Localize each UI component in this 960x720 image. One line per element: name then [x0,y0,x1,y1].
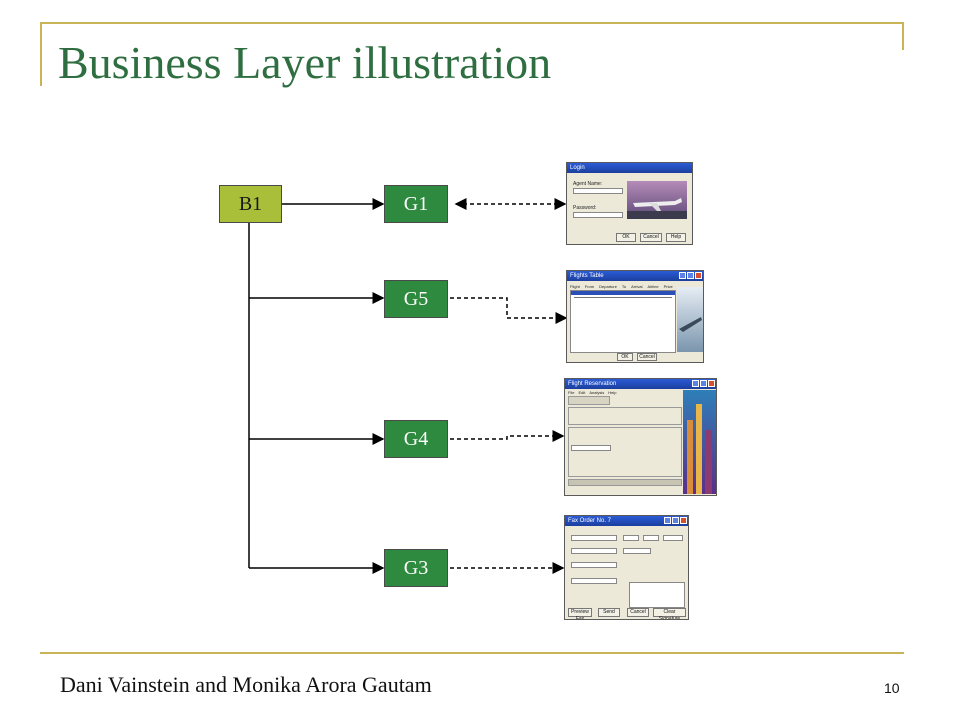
menu-analysis: Analysis [589,390,605,395]
maximize-icon [672,517,679,524]
col-departure: Departure [599,284,617,289]
flights-table-header: Flight From Departure To Arrival Airline… [570,284,673,289]
agent-name-field [573,188,623,194]
flights-ok-button: OK [617,353,633,361]
node-g3: G3 [384,549,448,587]
preview-fax-button: Preview Fax [568,608,592,619]
minimize-icon [664,517,671,524]
maximize-icon [700,380,707,387]
node-b1: B1 [219,185,282,223]
fax-departure-field [623,548,651,554]
name-field [571,445,611,451]
menu-edit: Edit [578,390,586,395]
frame-top-rule [40,22,904,24]
fax-date-field [663,535,683,541]
password-field [573,212,623,218]
g4-reservation-link [450,430,565,442]
frame-bottom-rule [40,652,904,654]
send-button: Send [598,608,620,617]
slide-title: Business Layer illustration [58,37,552,88]
node-g1: G1 [384,185,448,223]
flight-reservation-title: Flight Reservation [568,381,617,387]
fax-from-field [571,548,617,554]
flight-reservation-titlebar: Flight Reservation [565,379,716,389]
login-titlebar: Login [567,163,692,173]
agent-name-label: Agent Name: [573,181,603,187]
fax-number-field [571,578,617,584]
fax-class-field [571,562,617,568]
col-airline: Airline [647,284,659,289]
fax-flight-field [643,535,659,541]
toolbar [568,396,610,405]
frame-right-rule [902,22,904,50]
col-price: Price [663,284,673,289]
flight-schedule-group [568,407,682,425]
flights-table-window-thumbnail: Flights Table Flight From Departure To A… [566,270,704,363]
node-g5: G5 [384,280,448,318]
flights-list [570,290,676,353]
frame-left-rule [40,22,42,86]
g5-flights-link [450,297,568,324]
login-cancel-button: Cancel [640,233,662,242]
flight-row [574,297,672,298]
fax-order-field [623,535,639,541]
minimize-icon [692,380,699,387]
window-controls [679,272,702,279]
col-flight: Flight [570,284,580,289]
window-controls [692,380,715,387]
clear-signature-button: Clear Signature [653,608,686,619]
window-controls [664,517,687,524]
col-to: To [621,284,627,289]
login-ok-button: OK [616,233,636,242]
fax-cancel-button: Cancel [627,608,649,617]
fax-order-titlebar: Fax Order No. 7 [565,516,688,526]
close-icon [708,380,715,387]
airplane-image [627,181,687,219]
footer-authors: Dani Vainstein and Monika Arora Gautam [60,672,432,697]
menu-bar: File Edit Analysis Help [568,390,617,395]
city-skyline-image [683,390,716,494]
col-from: From [584,284,595,289]
maximize-icon [687,272,694,279]
flight-reservation-window-thumbnail: Flight Reservation File Edit Analysis He… [564,378,717,496]
flights-table-title: Flights Table [570,273,604,279]
fax-name-field [571,535,617,541]
order-information-group [568,427,682,477]
close-icon [695,272,702,279]
flights-cancel-button: Cancel [637,353,657,361]
col-arrival: Arrival [631,284,643,289]
node-g4: G4 [384,420,448,458]
page-number: 10 [884,680,900,696]
status-bar [568,479,682,486]
login-help-button: Help [666,233,686,242]
close-icon [680,517,687,524]
flights-table-titlebar: Flights Table [567,271,703,281]
minimize-icon [679,272,686,279]
fax-order-window-thumbnail: Fax Order No. 7 Preview Fax Send Cancel … [564,515,689,620]
fax-order-title: Fax Order No. 7 [568,518,612,524]
selected-flight-row [571,291,675,295]
password-label: Password: [573,205,597,211]
menu-file: File [568,390,575,395]
menu-help: Help [608,390,617,395]
login-window-thumbnail: Login Agent Name: Password: OK Cancel He… [566,162,693,245]
agent-signature-box [629,582,685,608]
plane-sky-image [677,287,703,352]
